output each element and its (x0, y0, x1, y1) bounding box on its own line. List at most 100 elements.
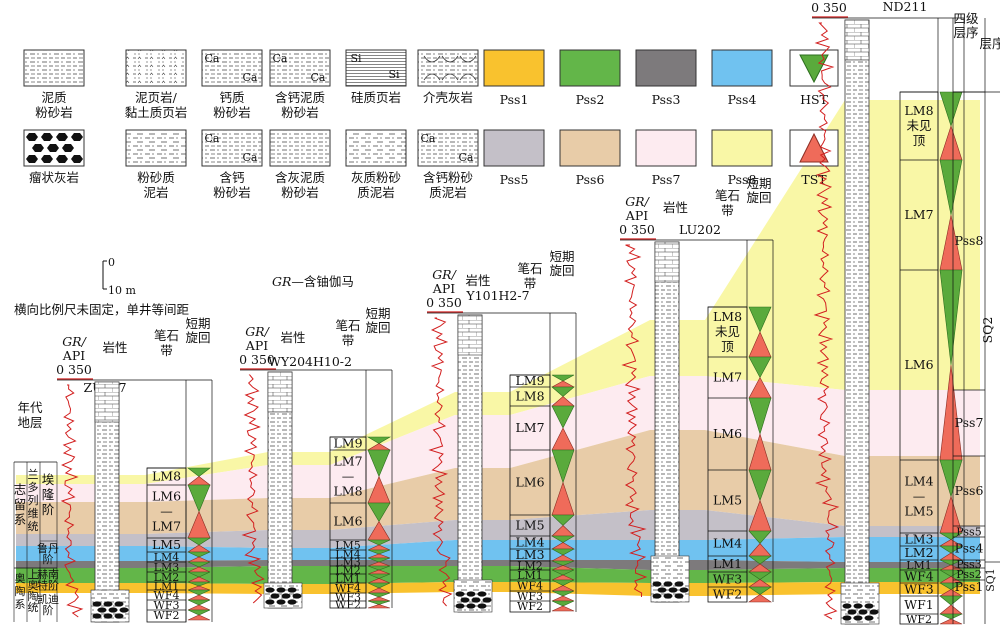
lithology-swatch (345, 49, 407, 87)
band-pss6 (16, 430, 980, 534)
graptolite-zone-label: LM8 (152, 469, 181, 484)
gr-curve (428, 317, 453, 607)
legend-pss4: Pss4 (711, 49, 773, 107)
hst-triangle-icon (748, 586, 772, 595)
nodule-shape (864, 615, 874, 621)
nodule-shape (858, 609, 868, 615)
lithology-header: 岩性 (102, 340, 127, 355)
api-header: API (817, 0, 840, 1)
gr-note-rest: —含铀伽马 (291, 274, 354, 289)
lithology-label: 泥页岩/黏土质页岩 (125, 90, 188, 120)
sequence-swatch (711, 49, 773, 87)
sequence-swatch (559, 129, 621, 167)
gr-range: 0 350 (619, 222, 655, 237)
ordovician-label: 奥陶系 (15, 571, 26, 611)
hst-label: HST (800, 92, 828, 107)
tst-triangle-icon (367, 596, 391, 602)
nodule-shape (92, 613, 102, 619)
nodule-shape (270, 593, 280, 599)
nodule-shape (287, 587, 297, 593)
rhuddanian-label: 鲁丹阶 (37, 541, 59, 566)
hst-triangle-icon (939, 269, 963, 366)
hst-triangle-icon (939, 91, 963, 127)
api-header: API (432, 281, 455, 296)
tst-triangle-icon (187, 604, 211, 611)
tst-triangle-icon (939, 604, 963, 615)
api-header: API (245, 338, 268, 353)
tst-triangle-icon (187, 614, 211, 621)
si-mark: Si (388, 68, 400, 81)
pss-label: Pss5 (956, 526, 981, 539)
lithology-swatch (269, 129, 331, 167)
graptolite-zone-label: LM2 (904, 545, 933, 560)
nd211-sequence-columns: 四级层序层序Pss8Pss7Pss6Pss5Pss4Pss3Pss2Pss1SQ… (952, 11, 1000, 624)
hst-triangle-icon (748, 356, 772, 379)
graptolite-zone-label: WF3 (517, 590, 543, 603)
hst-triangle-icon (748, 469, 772, 502)
lithology-label: 粉砂质泥岩 (137, 170, 175, 200)
ca-mark: Ca (243, 151, 258, 164)
katian-label: 凯迪阶 (37, 593, 59, 617)
hst-triangle-icon (551, 560, 575, 566)
hst-triangle-icon (551, 548, 575, 556)
legend-swatch-lime2: 灰质粉砂质泥岩 (345, 129, 407, 200)
lithology-column (844, 19, 870, 625)
graptolite-zone-label: LM6 (713, 426, 742, 441)
legend-swatch-shell: 介壳灰岩 (417, 49, 479, 105)
nodule-shape (62, 144, 74, 152)
hst-triangle-icon (187, 571, 211, 578)
tst-triangle-icon (551, 605, 575, 612)
graptolite-zone-label: LM7 (515, 420, 544, 435)
tst-triangle-icon (551, 595, 575, 602)
graptolite-zone-label: WF3 (713, 572, 743, 587)
lithology-label: 介壳灰岩 (423, 90, 473, 105)
legend-hst: HST (789, 49, 839, 107)
hst-triangle-icon (367, 573, 391, 579)
hst-triangle-icon (939, 595, 963, 606)
nodule-shape (466, 603, 476, 609)
lithology-swatch (417, 129, 479, 167)
pss-label: Pss7 (955, 415, 984, 430)
nodule-shape (56, 155, 68, 163)
lithology-swatch (125, 129, 187, 167)
nodule-shape (652, 581, 662, 587)
graptolite-header: 笔石带 (517, 261, 542, 291)
ca-mark: Ca (243, 71, 258, 84)
graptolite-zone-label: LM4 (713, 536, 742, 551)
nodule-shape (265, 587, 275, 593)
gr-range: 0 350 (56, 362, 92, 377)
nodule-shape (265, 599, 275, 605)
band-pss8 (16, 100, 980, 484)
nodule-shape (869, 609, 879, 615)
nodule-shape (114, 601, 124, 607)
tst-triangle-icon (939, 618, 963, 625)
graptolite-zone-label: LM2 (154, 571, 180, 584)
tst-triangle-icon (748, 594, 772, 603)
lithology-label: 硅质页岩 (351, 90, 401, 105)
cycle-header: 短期旋回 (365, 306, 390, 335)
hst-triangle-icon (550, 535, 576, 543)
graptolite-zone-label: LM3 (904, 532, 933, 547)
nodule-shape (842, 615, 852, 621)
pss-label: Pss6 (955, 483, 984, 498)
sequence-label: Pss1 (500, 92, 529, 107)
nodule-shape (663, 593, 673, 599)
graptolite-zone-label: LM9 (333, 436, 362, 451)
sequence-header: 层序 (979, 36, 1000, 51)
gr-range: 0 350 (239, 352, 275, 367)
sequence-swatch (559, 49, 621, 87)
lithology-label: 含灰泥质粉砂岩 (275, 170, 325, 200)
gr-range: 0 350 (811, 0, 847, 15)
sequence-label: Pss6 (576, 172, 605, 187)
well-name: WY204H10-2 (268, 354, 352, 369)
nodule-shape (652, 593, 662, 599)
pss-label: Pss2 (956, 568, 981, 581)
well-name: Y101H2-7 (465, 288, 529, 303)
lithology-limestone (844, 19, 870, 61)
ca-mark: Ca (421, 132, 436, 145)
gr-curve (813, 22, 840, 620)
nodule-shape (455, 603, 465, 609)
